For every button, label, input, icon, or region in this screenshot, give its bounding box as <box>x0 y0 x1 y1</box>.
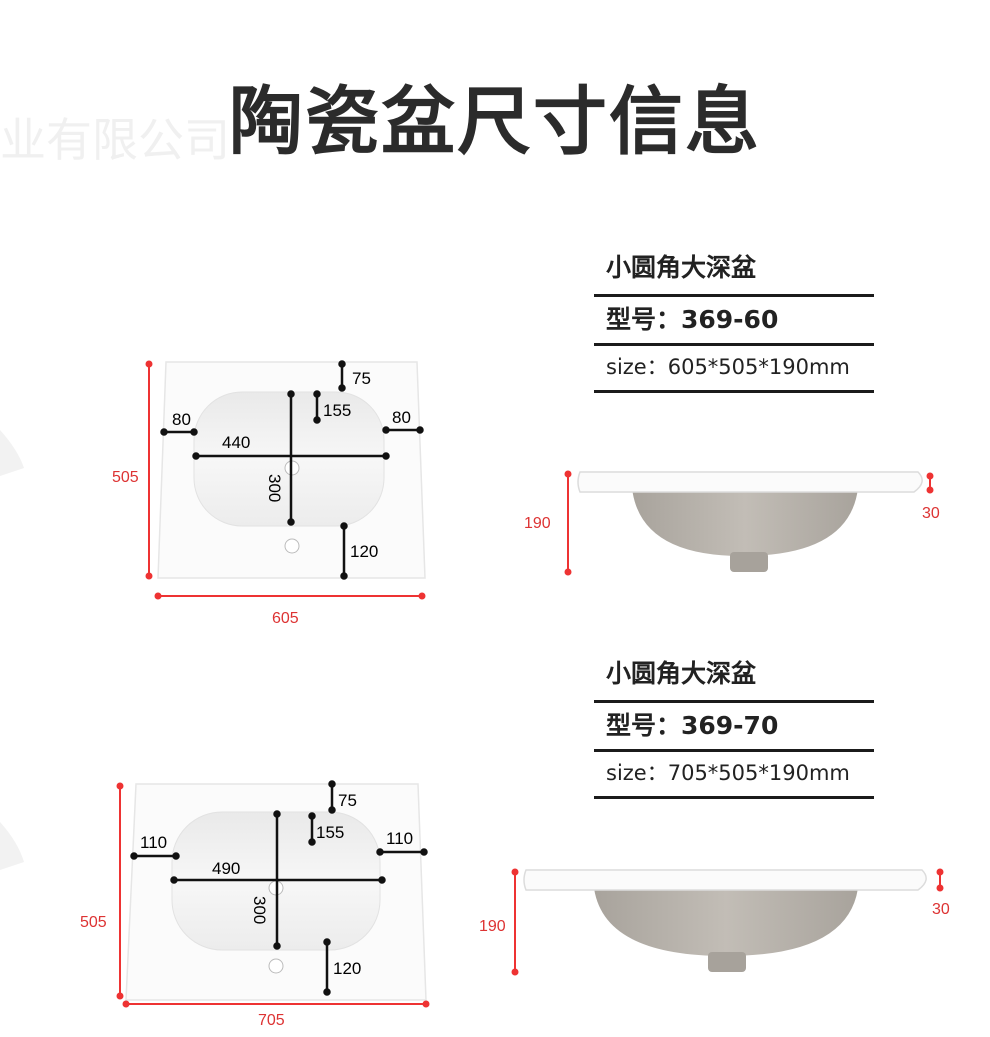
product-size: size：605*505*190mm <box>606 355 850 379</box>
partial-image-fragment <box>0 822 24 870</box>
dim-width: 605 <box>272 610 299 627</box>
dim-bowl-width: 490 <box>212 859 240 878</box>
divider <box>594 796 874 799</box>
dim-height: 190 <box>479 918 506 935</box>
dim-edge-right: 110 <box>386 829 413 848</box>
top-view-2: 75 155 110 110 490 300 120 505 705 <box>80 780 430 1029</box>
dim-depth: 505 <box>80 914 107 931</box>
spec-block-1: 小圆角大深盆 型号：369-60 size：605*505*190mm <box>594 248 874 393</box>
watermark-text: 业有限公司 <box>0 113 230 167</box>
dim-drain-front: 120 <box>333 959 361 978</box>
dim-width: 705 <box>258 1012 285 1029</box>
dim-bowl-depth: 300 <box>250 896 269 924</box>
top-view-1: 75 155 80 80 440 300 120 505 605 <box>112 360 426 627</box>
dim-faucet-offset: 155 <box>316 823 344 842</box>
side-view-1: 190 30 <box>524 470 940 576</box>
dim-rim-back: 75 <box>338 791 357 810</box>
dim-rim: 30 <box>922 505 940 522</box>
dim-bowl-width: 440 <box>222 433 250 452</box>
product-size: size：705*505*190mm <box>606 761 850 785</box>
page-title: 陶瓷盆尺寸信息 <box>229 79 761 165</box>
product-name: 小圆角大深盆 <box>606 253 757 282</box>
partial-image-fragment <box>0 430 24 476</box>
divider <box>594 390 874 393</box>
dim-height: 190 <box>524 515 551 532</box>
dim-faucet-offset: 155 <box>323 401 351 420</box>
dim-edge-left: 110 <box>140 833 167 852</box>
dim-edge-left: 80 <box>172 410 191 429</box>
dim-rim: 30 <box>932 901 950 918</box>
divider <box>594 294 874 297</box>
divider <box>594 700 874 703</box>
side-view-2: 190 30 <box>479 868 950 976</box>
dim-drain-front: 120 <box>350 542 378 561</box>
divider <box>594 749 874 752</box>
spec-block-2: 小圆角大深盆 型号：369-70 size：705*505*190mm <box>594 654 874 799</box>
dim-edge-right: 80 <box>392 408 411 427</box>
dim-rim-back: 75 <box>352 369 371 388</box>
dim-depth: 505 <box>112 469 139 486</box>
product-model: 型号：369-60 <box>606 305 779 334</box>
dim-bowl-depth: 300 <box>265 474 284 502</box>
divider <box>594 343 874 346</box>
product-name: 小圆角大深盆 <box>606 659 757 688</box>
product-model: 型号：369-70 <box>606 711 779 740</box>
